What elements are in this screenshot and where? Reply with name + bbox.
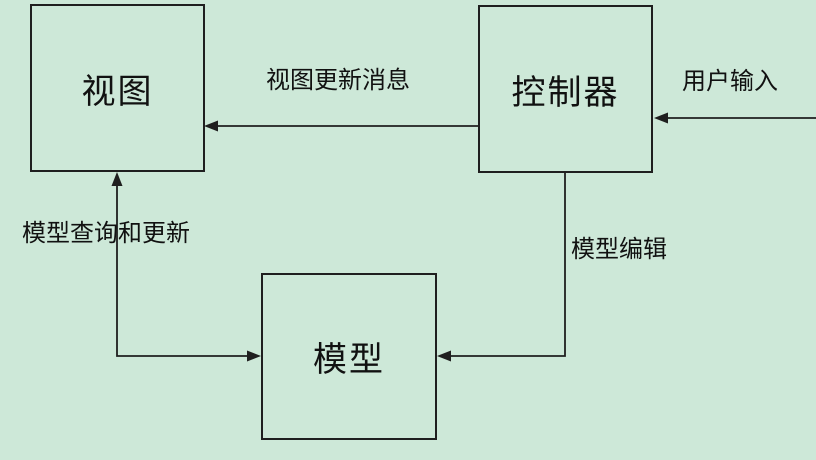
edge-label-model-query: 模型查询和更新 [22,220,190,247]
node-controller-label: 控制器 [511,73,620,112]
arrowhead-left-icon [437,350,451,362]
arrowhead-up-icon [111,172,123,186]
edge-model-edit-arrow [437,173,566,362]
arrowhead-right-icon [247,350,261,362]
edge-user-input-arrow [654,112,816,124]
node-controller: 控制器 [478,5,653,173]
node-view-label: 视图 [81,72,154,111]
node-view: 视图 [30,4,205,172]
node-model: 模型 [261,273,437,440]
edge-label-model-edit: 模型编辑 [571,236,667,263]
node-model-label: 模型 [313,341,385,379]
edge-label-view-update: 视图更新消息 [266,67,410,94]
edge-model-query-arrow [111,172,261,362]
edge-view-update-arrow [204,120,478,132]
arrowhead-left-icon [654,112,668,124]
arrowhead-left-icon [204,120,218,132]
edge-label-user-input: 用户输入 [682,68,778,95]
